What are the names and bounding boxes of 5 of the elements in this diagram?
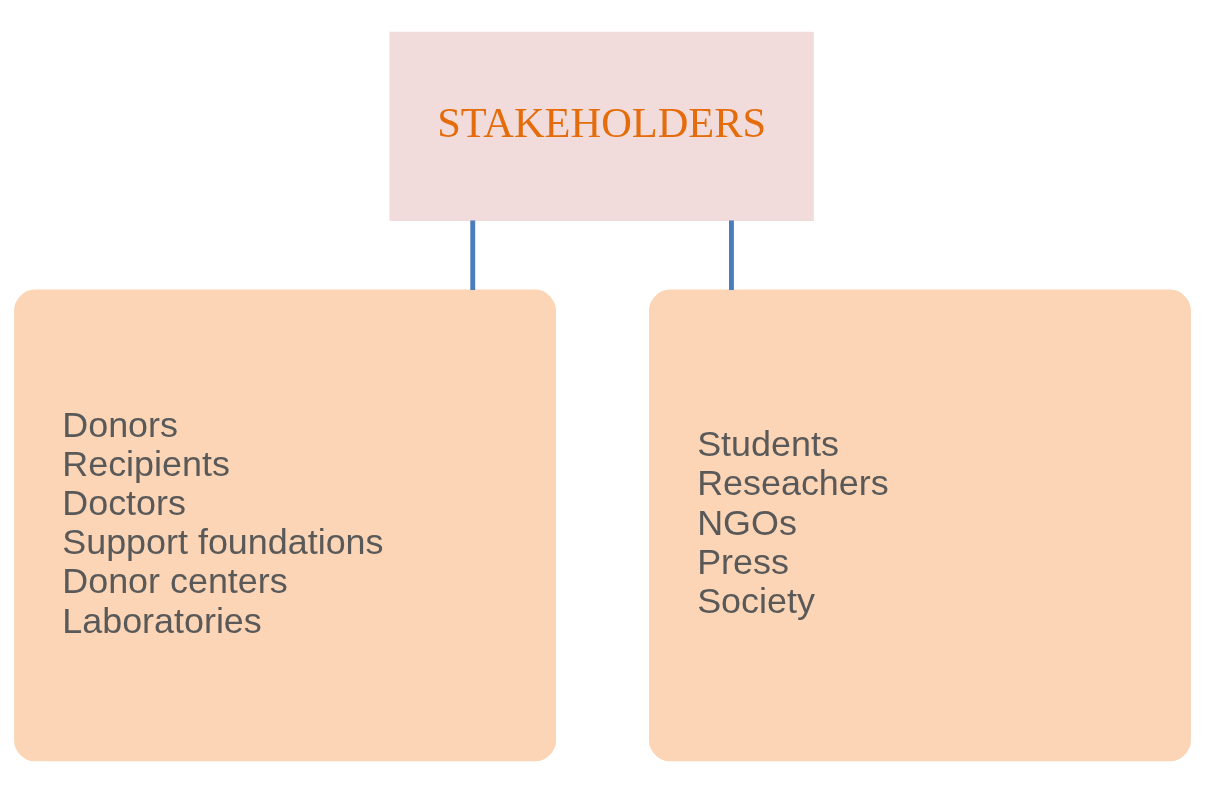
connector <box>470 220 476 291</box>
node-box: Students Reseachers NGOs Press Society <box>649 289 1191 762</box>
node-box: Donors Recipients Doctors Support foundations Donor centers Laboratories <box>14 289 556 762</box>
connector <box>729 220 734 291</box>
node-box: STAKEHOLDERS <box>389 31 814 222</box>
